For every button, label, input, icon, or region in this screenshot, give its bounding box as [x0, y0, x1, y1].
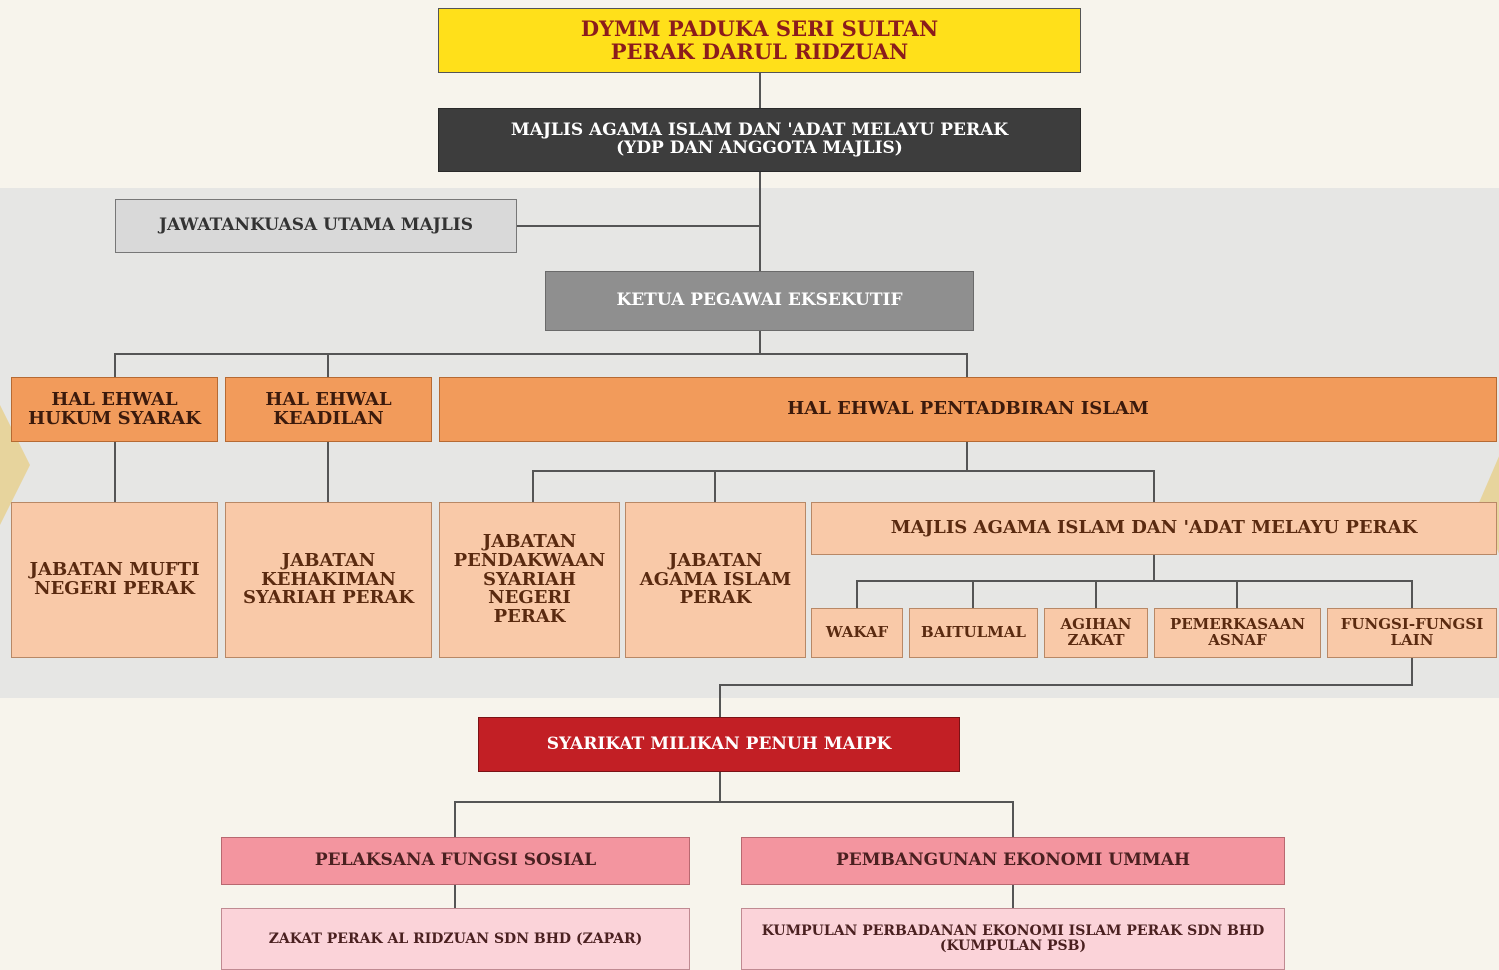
connector-line [327, 353, 329, 377]
node-unit-fungsi-lain: FUNGSI-FUNGSI LAIN [1327, 608, 1497, 658]
connector-line [532, 470, 1155, 472]
node-division-pentadbiran: HAL EHWAL PENTADBIRAN ISLAM [439, 377, 1497, 442]
node-dept-kehakiman: JABATAN KEHAKIMAN SYARIAH PERAK [225, 502, 432, 658]
node-branch-economy: PEMBANGUNAN EKONOMI UMMAH [741, 837, 1285, 885]
connector-line [856, 580, 1413, 582]
connector-line [856, 580, 858, 608]
node-subsidiaries: SYARIKAT MILIKAN PENUH MAIPK [478, 717, 960, 772]
node-ceo: KETUA PEGAWAI EKSEKUTIF [545, 271, 974, 331]
node-sultan: DYMM PADUKA SERI SULTAN PERAK DARUL RIDZ… [438, 8, 1081, 73]
node-company-psb: KUMPULAN PERBADANAN EKONOMI ISLAM PERAK … [741, 908, 1285, 970]
connector-line [759, 171, 761, 271]
connector-line [966, 441, 968, 471]
connector-line [1012, 801, 1014, 837]
connector-line [114, 441, 116, 502]
node-council: MAJLIS AGAMA ISLAM DAN 'ADAT MELAYU PERA… [438, 108, 1081, 172]
node-unit-pemerkasaan-asnaf: PEMERKASAAN ASNAF [1154, 608, 1321, 658]
connector-line [1095, 580, 1097, 608]
node-unit-agihan-zakat: AGIHAN ZAKAT [1044, 608, 1148, 658]
connector-line [966, 353, 968, 377]
connector-line [1153, 470, 1155, 502]
connector-line [759, 72, 761, 108]
node-unit-baitulmal: BAITULMAL [909, 608, 1038, 658]
connector-line [1411, 580, 1413, 608]
node-dept-maipk: MAJLIS AGAMA ISLAM DAN 'ADAT MELAYU PERA… [811, 502, 1497, 555]
connector-line [454, 884, 456, 908]
node-branch-social: PELAKSANA FUNGSI SOSIAL [221, 837, 690, 885]
connector-line [516, 225, 761, 227]
node-dept-mufti: JABATAN MUFTI NEGERI PERAK [11, 502, 218, 658]
connector-line [719, 684, 1413, 686]
connector-line [114, 353, 968, 355]
connector-line [972, 580, 974, 608]
node-dept-pendakwaan: JABATAN PENDAKWAAN SYARIAH NEGERI PERAK [439, 502, 620, 658]
connector-line [532, 470, 534, 502]
connector-line [1411, 657, 1413, 686]
connector-line [1012, 884, 1014, 908]
connector-line [454, 801, 456, 837]
node-company-zapar: ZAKAT PERAK AL RIDZUAN SDN BHD (ZAPAR) [221, 908, 690, 970]
connector-line [1236, 580, 1238, 608]
node-division-keadilan: HAL EHWAL KEADILAN [225, 377, 432, 442]
connector-line [719, 684, 721, 717]
connector-line [759, 330, 761, 354]
connector-line [114, 353, 116, 377]
connector-line [327, 441, 329, 502]
connector-line [454, 801, 1014, 803]
node-dept-agama: JABATAN AGAMA ISLAM PERAK [625, 502, 806, 658]
node-main-committee: JAWATANKUASA UTAMA MAJLIS [115, 199, 517, 253]
connector-line [1153, 554, 1155, 581]
connector-line [714, 470, 716, 502]
node-unit-wakaf: WAKAF [811, 608, 903, 658]
connector-line [719, 771, 721, 802]
node-division-hukum-syarak: HAL EHWAL HUKUM SYARAK [11, 377, 218, 442]
